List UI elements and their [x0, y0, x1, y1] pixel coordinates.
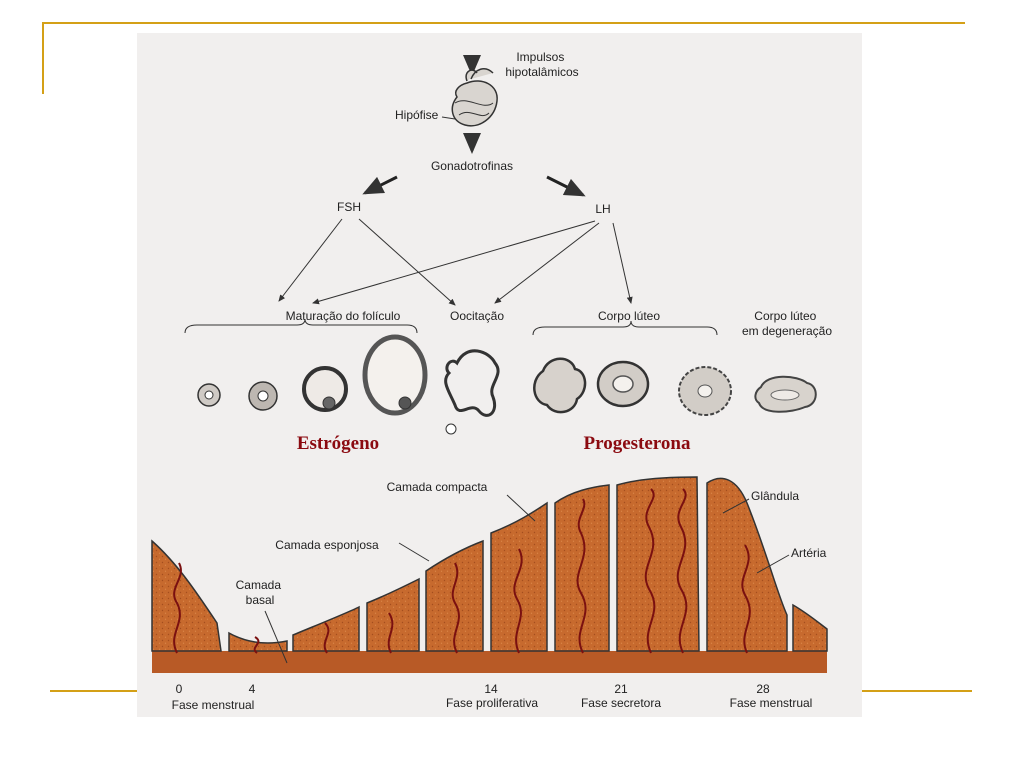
- lh-arrow: [546, 175, 586, 197]
- endometrium-segment-2: [228, 631, 288, 652]
- phase-proliferative: Fase proliferativa: [446, 696, 538, 710]
- corpus-luteum-brace: [532, 320, 718, 336]
- degenerating-cl-label: Corpo lúteo em degeneração: [742, 309, 832, 338]
- basal-layer-label: Camada basal: [236, 578, 285, 607]
- hypophysis-label: Hipófise: [395, 108, 439, 122]
- mature-oocyte: [398, 396, 412, 410]
- day-tick-4: 4: [249, 682, 256, 696]
- menstrual-cycle-figure: Impulsos hipotalâmicos Hipófise Gonadotr…: [137, 33, 862, 717]
- lh-label: LH: [595, 202, 610, 216]
- endometrium-segment-8: [616, 476, 700, 652]
- endometrium-segment-6: [490, 501, 548, 652]
- endometrium-segment-4: [366, 577, 420, 652]
- compact-layer-pointer: [506, 494, 536, 522]
- fsh-arrow: [362, 175, 398, 195]
- lh-to-ovulation-line: [494, 222, 600, 304]
- lh-to-follicle-line: [312, 220, 596, 305]
- endometrium-segment-5: [425, 539, 484, 652]
- basal-layer-band: [152, 651, 827, 673]
- released-oocyte: [445, 423, 457, 435]
- primary-oocyte: [257, 390, 269, 402]
- ruptured-follicle: [444, 349, 500, 417]
- follicle-brace: [184, 318, 418, 334]
- hypophysis-pointer: [441, 116, 456, 120]
- phase-menstrual-end: Fase menstrual: [730, 696, 813, 710]
- slide-bottom-rule-left: [50, 690, 140, 692]
- follicle-maturation-label: Maturação do folículo: [286, 309, 401, 323]
- corpus-luteum-core: [612, 375, 634, 393]
- spiral-arteries: [173, 488, 751, 654]
- gonadotropins-label: Gonadotrofinas: [431, 159, 513, 173]
- endometrium-profile: [151, 476, 828, 673]
- corpus-luteum-label: Corpo lúteo: [598, 309, 660, 323]
- slide-bottom-rule-right: [858, 690, 972, 692]
- lh-to-corpus-luteum-line: [612, 222, 633, 304]
- compact-layer-label: Camada compacta: [387, 480, 488, 494]
- mature-follicle: [362, 334, 428, 416]
- basal-layer-pointer: [264, 610, 288, 664]
- degenerating-core: [770, 389, 800, 401]
- endometrium-segment-1: [151, 539, 222, 652]
- slide-top-rule: [42, 22, 965, 24]
- primordial-oocyte: [204, 390, 214, 400]
- fsh-label: FSH: [337, 200, 361, 214]
- gland-label: Glândula: [751, 489, 799, 503]
- fsh-to-follicle-line: [278, 218, 343, 302]
- day-tick-21: 21: [614, 682, 628, 696]
- hypophysis-detail: [454, 100, 494, 117]
- secondary-oocyte: [322, 396, 336, 410]
- hypophysis-icon: [451, 68, 498, 127]
- late-corpus-luteum-core: [697, 384, 713, 398]
- slide-left-rule: [42, 22, 44, 94]
- early-corpus-luteum: [533, 357, 587, 414]
- phase-secretory: Fase secretora: [581, 696, 661, 710]
- progesterone-label: Progesterona: [584, 433, 691, 454]
- endometrium-segment-7: [554, 484, 610, 652]
- endometrium-segment-10: [792, 603, 828, 652]
- gland-pointer: [722, 498, 750, 514]
- day-tick-14: 14: [484, 682, 498, 696]
- estrogen-label: Estrógeno: [297, 433, 379, 454]
- artery-label: Artéria: [791, 546, 827, 560]
- hypothalamus-label: Impulsos hipotalâmicos: [505, 50, 578, 79]
- secondary-follicle: [302, 366, 348, 412]
- phase-menstrual-start: Fase menstrual: [172, 698, 255, 712]
- fsh-to-ovulation-line: [358, 218, 456, 306]
- endometrium-segment-3: [292, 605, 360, 652]
- menstrual-cycle-diagram: Impulsos hipotalâmicos Hipófise Gonadotr…: [151, 50, 832, 712]
- ovulation-label: Oocitação: [450, 309, 504, 323]
- artery-pointer: [756, 554, 790, 574]
- ovarian-follicles: [197, 334, 817, 435]
- day-tick-0: 0: [176, 682, 183, 696]
- day-tick-28: 28: [756, 682, 770, 696]
- spongy-layer-label: Camada esponjosa: [275, 538, 379, 552]
- spongy-layer-pointer: [398, 542, 430, 562]
